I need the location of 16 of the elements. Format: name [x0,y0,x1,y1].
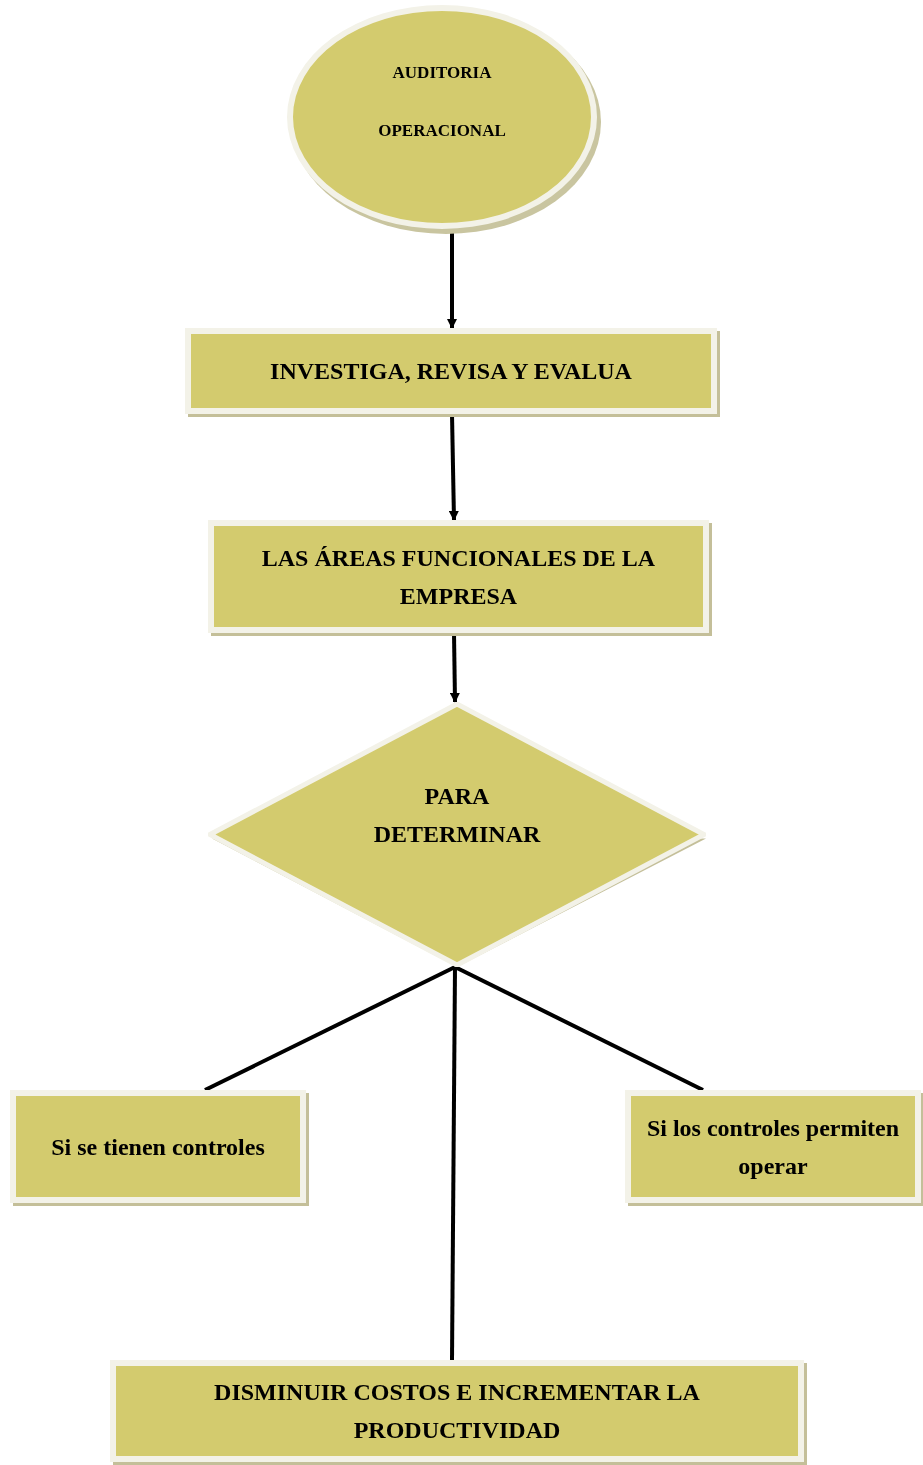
connector-line [454,965,704,1092]
process-box [625,1090,921,1203]
process-box [208,520,709,633]
process-box [185,328,717,414]
node-text: INVESTIGA, REVISA Y EVALUA [270,357,632,386]
node-text: LAS ÁREAS FUNCIONALES DE LA EMPRESA [260,543,657,611]
decision-diamond [208,702,706,967]
connector-line [450,967,457,1360]
node-text: AUDITORIA OPERACIONAL [377,62,507,142]
connector-line [204,965,456,1092]
node-text: DISMINUIR COSTOS E INCREMENTAR LA PRODUCTIVIDAD [213,1378,701,1445]
node-text: PARA DETERMINAR [372,781,542,849]
process-box [110,1360,804,1462]
node-text: Si se tienen controles [50,1132,266,1162]
node-text: Si los controles permiten operar [645,1113,901,1181]
process-box [10,1090,306,1203]
